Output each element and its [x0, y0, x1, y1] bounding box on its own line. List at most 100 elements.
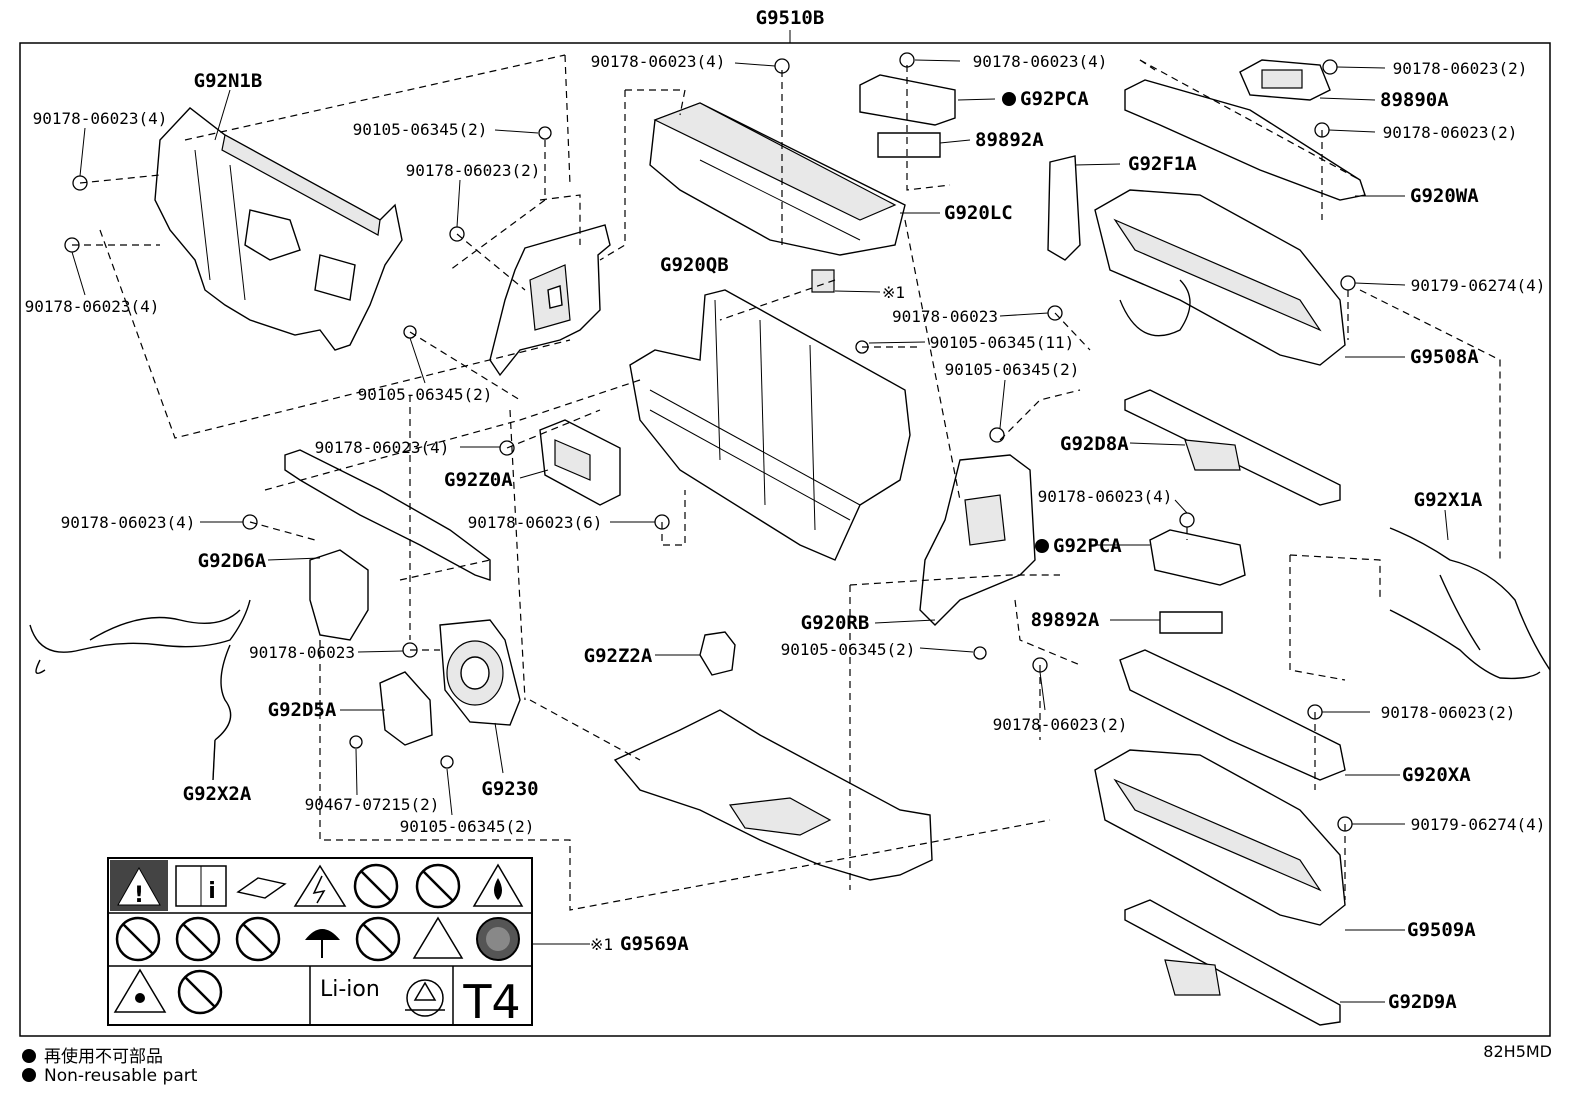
- label-g92pca-top: G92PCA: [1020, 88, 1089, 110]
- assembly-dashed-lines: [72, 54, 1501, 911]
- label-g92z2a: G92Z2A: [584, 645, 653, 667]
- label-bolt-90179-4-b: 90179-06274(4): [1411, 815, 1546, 834]
- label-g92pca-mid: G92PCA: [1053, 535, 1122, 557]
- legend-dot-icon: [22, 1049, 36, 1063]
- label-bolt-90178-2-a: 90178-06023(2): [406, 161, 541, 180]
- no-water-icon: [355, 916, 401, 962]
- label-bolt-90178-6: 90178-06023(6): [468, 513, 603, 532]
- label-note1-g9569a: ※1: [590, 935, 613, 954]
- part-left-bracket-drawing: [284, 449, 491, 581]
- part-g9509a-drawing: [1094, 749, 1346, 926]
- label-bolt-90105-11: 90105-06345(11): [930, 333, 1075, 352]
- part-g92f1a-drawing: [1047, 155, 1081, 261]
- label-g9508a: G9508A: [1410, 346, 1479, 368]
- label-g92d5a: G92D5A: [268, 699, 337, 721]
- part-g9230-drawing: [439, 619, 521, 726]
- diagram-code: 82H5MD: [1483, 1042, 1552, 1061]
- part-89890a-drawing: [1239, 59, 1331, 101]
- label-bolt-90105-2-e: 90105-06345(2): [781, 640, 916, 659]
- no-disassembly-icon: [115, 916, 161, 962]
- label-bolt-90105-2-c: 90105-06345(2): [945, 360, 1080, 379]
- recycle-icon: [405, 979, 445, 1017]
- label-89892a-top: 89892A: [975, 129, 1044, 151]
- liion-text: Li-ion: [320, 977, 380, 1002]
- legend-dot-icon: [22, 1068, 36, 1082]
- label-bolt-90178-4-tl: 90178-06023(4): [33, 109, 168, 128]
- label-g92d9a: G92D9A: [1388, 991, 1457, 1013]
- part-g92x2a-drawing: [29, 599, 251, 781]
- label-bolt-90178-2-tr: 90178-06023(2): [1393, 59, 1528, 78]
- label-bolt-90178-m: 90178-06023: [892, 307, 998, 326]
- legend-jp: 再使用不可部品: [22, 1042, 163, 1067]
- label-g92f1a: G92F1A: [1128, 153, 1197, 175]
- label-bolt-90105-2-b: 90105-06345(2): [358, 385, 493, 404]
- label-bolt-90178-2-b: 90178-06023(2): [993, 715, 1128, 734]
- label-bolt-90105-2-d: 90105-06345(2): [400, 817, 535, 836]
- legend-en: Non-reusable part: [22, 1066, 197, 1086]
- part-g920wa-drawing: [1124, 79, 1366, 201]
- no-dispose-icon: [476, 917, 520, 961]
- non-reusable-dot-top: [1002, 92, 1016, 106]
- label-g9509a: G9509A: [1407, 919, 1476, 941]
- label-bolt-90178-4-l: 90178-06023(4): [25, 297, 160, 316]
- no-crush-icon: [235, 916, 281, 962]
- manual-info-icon: i: [175, 865, 227, 907]
- high-voltage-icon: [293, 864, 347, 907]
- label-g9230: G9230: [481, 778, 538, 800]
- label-g920wa: G920WA: [1410, 185, 1479, 207]
- no-children-icon: [177, 969, 223, 1015]
- part-g92n1b-drawing: [154, 107, 403, 351]
- no-person-icon: [175, 916, 221, 962]
- label-89890a: 89890A: [1380, 89, 1449, 111]
- label-g9569a: G9569A: [620, 933, 689, 955]
- part-g92d8a-drawing: [1124, 389, 1341, 506]
- label-g920lc: G920LC: [944, 202, 1013, 224]
- part-ecu-mid-drawing: [1149, 529, 1246, 634]
- part-g92d5a-drawing: [379, 671, 433, 746]
- svg-text:i: i: [208, 879, 216, 904]
- corrosive-icon: [412, 916, 464, 959]
- label-bolt-90178-4-pc: 90178-06023(4): [973, 52, 1108, 71]
- part-ecu-top-drawing: [859, 74, 956, 158]
- diagram-frame: [19, 42, 1551, 1037]
- label-89892a-mid: 89892A: [1031, 609, 1100, 631]
- part-g92x1a-drawing: [1389, 527, 1551, 680]
- label-bolt-90178-4-r: 90178-06023(4): [1038, 487, 1173, 506]
- label-g92d6a: G92D6A: [198, 550, 267, 572]
- part-g9508a-drawing: [1094, 189, 1346, 366]
- part-g920qb-drawing: [489, 224, 611, 377]
- label-g92n1b: G92N1B: [194, 70, 263, 92]
- label-g920rb: G920RB: [801, 612, 870, 634]
- label-bolt-90178-4-l2: 90178-06023(4): [61, 513, 196, 532]
- flammable-icon: [472, 863, 524, 907]
- label-g920xa: G920XA: [1402, 764, 1471, 786]
- label-bolt-90178-2-r: 90178-06023(2): [1381, 703, 1516, 722]
- label-bolt-90178-l: 90178-06023: [249, 643, 355, 662]
- label-g920qb: G920QB: [660, 254, 729, 276]
- label-bolt-90178-2-tr2: 90178-06023(2): [1383, 123, 1518, 142]
- no-fire-icon: [415, 863, 461, 909]
- label-bolt-90178-4-top: 90178-06023(4): [591, 52, 726, 71]
- part-g920xa-drawing: [1119, 649, 1346, 781]
- label-note1-sticker: ※1: [882, 283, 905, 302]
- label-g92d8a: G92D8A: [1060, 433, 1129, 455]
- part-g920lc-drawing: [649, 102, 906, 256]
- svg-text:!: !: [134, 883, 144, 908]
- warning-label-g9569a: ! i Li-ion T4: [107, 857, 533, 1029]
- part-floor-pan-drawing: [613, 709, 933, 881]
- explosive-icon: [113, 968, 167, 1013]
- part-central-frame-drawing: [629, 289, 911, 561]
- no-touch-icon: [353, 863, 399, 909]
- label-g92z0a: G92Z0A: [444, 469, 513, 491]
- label-bolt-90105-2-a: 90105-06345(2): [353, 120, 488, 139]
- label-bolt-90179-4-a: 90179-06274(4): [1411, 276, 1546, 295]
- non-reusable-dot-mid: [1035, 539, 1049, 553]
- label-bolt-90467-2: 90467-07215(2): [305, 795, 440, 814]
- part-g920rb-drawing: [919, 454, 1036, 626]
- label-g92x1a: G92X1A: [1414, 489, 1483, 511]
- part-g92z0a-drawing: [539, 419, 621, 506]
- open-manual-icon: [236, 877, 287, 899]
- part-labels: G92N1B 90178-06023(4) 90178-06023(4) 901…: [25, 52, 1546, 1013]
- top-assembly-label: G9510B: [756, 7, 825, 29]
